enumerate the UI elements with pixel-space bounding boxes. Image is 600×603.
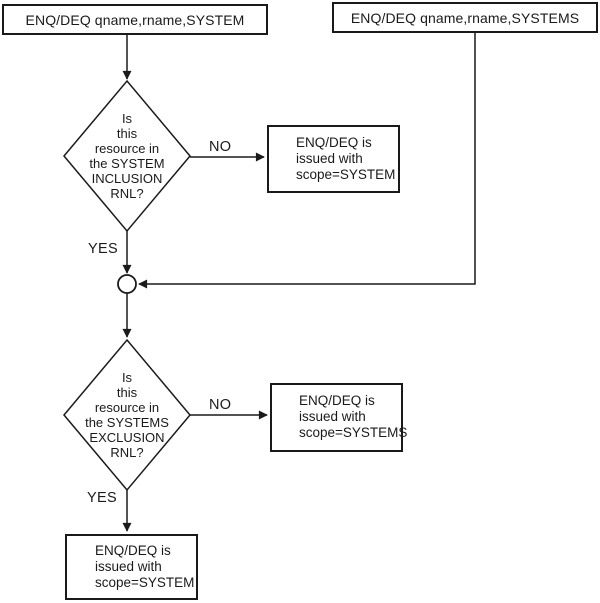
result-box-scope-systems-exclusion-no: ENQ/DEQ is issued with scope=SYSTEMS: [270, 383, 407, 452]
entry-box-system: ENQ/DEQ qname,rname,SYSTEM: [2, 4, 268, 35]
edge-label-inclusion-no: NO: [209, 139, 232, 155]
decision-inclusion-label: Is this resource in the SYSTEM INCLUSION…: [89, 111, 165, 201]
edge-label-exclusion-yes: YES: [87, 490, 117, 506]
decision-exclusion-label: Is this resource in the SYSTEMS EXCLUSIO…: [85, 370, 169, 460]
result-box-scope-system-exclusion-yes: ENQ/DEQ is issued with scope=SYSTEM: [65, 534, 198, 600]
junction-circle: [117, 274, 137, 294]
result-box-scope-system-inclusion-no: ENQ/DEQ is issued with scope=SYSTEM: [267, 125, 400, 193]
edge-label-exclusion-no: NO: [209, 397, 232, 413]
arrow-entry-systems-to-junction: [138, 33, 476, 289]
edge-label-inclusion-yes: YES: [88, 241, 118, 257]
entry-box-systems: ENQ/DEQ qname,rname,SYSTEMS: [332, 2, 598, 33]
